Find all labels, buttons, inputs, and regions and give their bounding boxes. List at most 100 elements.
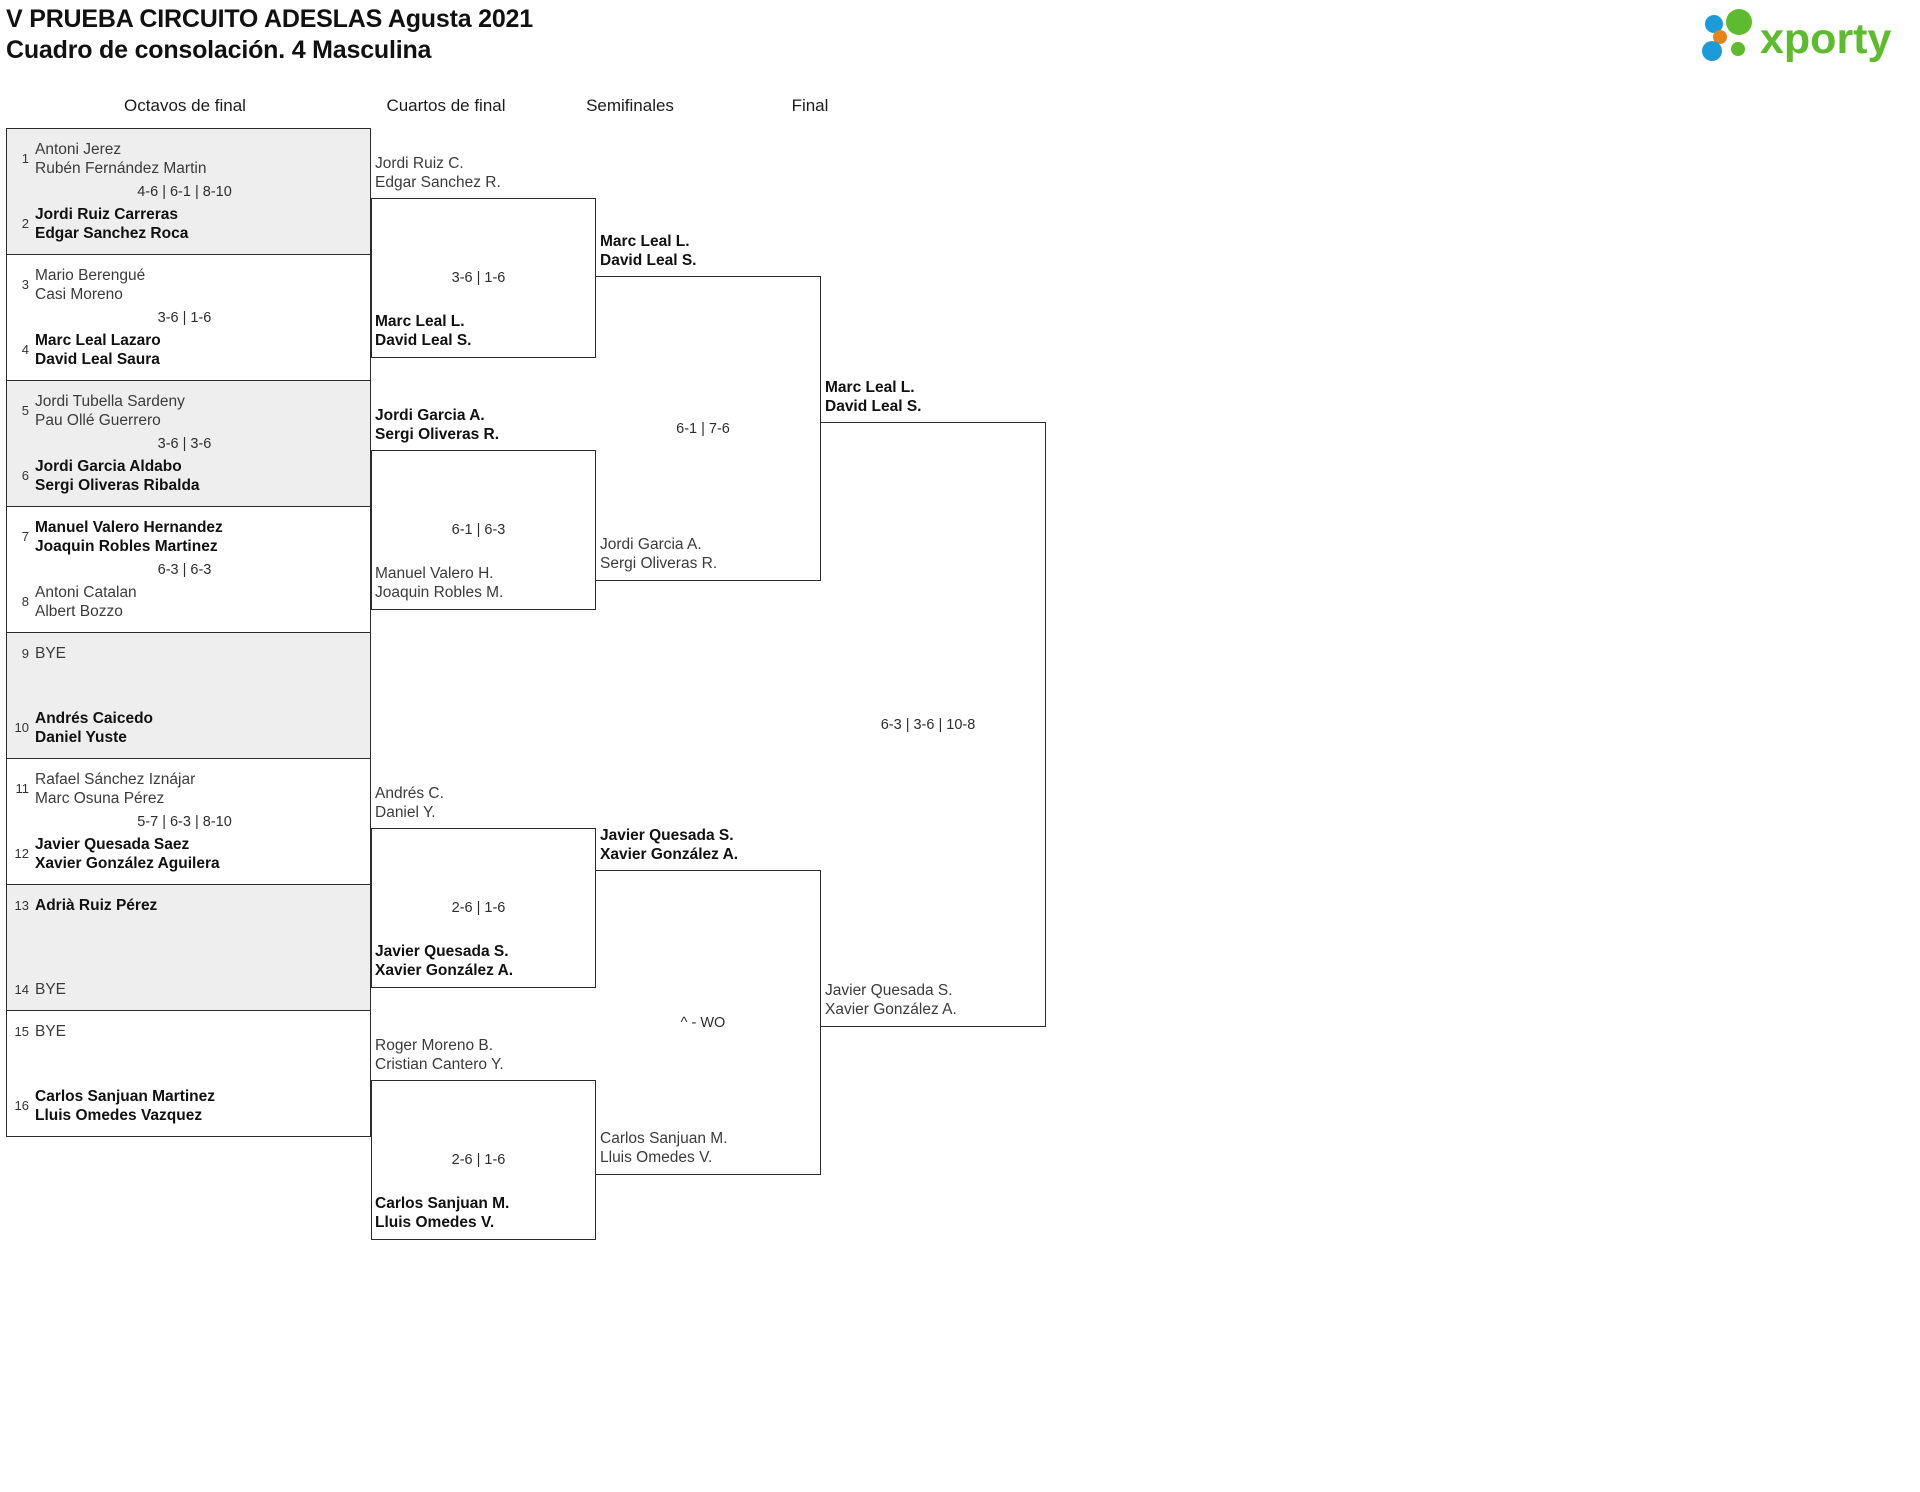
player-name: Sergi Oliveras R. (375, 426, 500, 443)
player-name: Sergi Oliveras Ribalda (35, 477, 200, 494)
match-score: 2-6 | 1-6 (451, 1152, 506, 1168)
tournament-subtitle: Cuadro de consolación. 4 Masculina (6, 36, 432, 64)
player-name: Javier Quesada S. (825, 982, 953, 999)
seed-number: 11 (15, 781, 30, 796)
feeder-team-top: Roger Moreno B.Cristian Cantero Y. (375, 1036, 504, 1074)
seed-number: 4 (21, 342, 29, 357)
match-box[interactable]: 6-3 | 3-6 | 10-8 (821, 422, 1046, 1027)
player-name: Daniel Yuste (35, 729, 127, 746)
match-box[interactable]: 2-6 | 1-6 (371, 1080, 596, 1240)
player-name: Antoni Jerez (35, 141, 122, 158)
team-names: BYE (35, 980, 66, 999)
player-name: Jordi Ruiz Carreras (35, 206, 178, 223)
player-name: BYE (35, 981, 67, 998)
player-name: Andrés C. (375, 785, 444, 802)
player-name: Javier Quesada S. (375, 943, 509, 960)
player-name: Marc Osuna Pérez (35, 790, 165, 807)
player-name: Carlos Sanjuan M. (600, 1130, 728, 1147)
semifinal-match[interactable]: Javier Quesada S. Xavier González A. ^ - W… (596, 827, 821, 1175)
xporty-logo-icon: xporty (1702, 9, 1892, 63)
player-name: Pau Ollé Guerrero (35, 412, 161, 429)
player-name: Marc Leal L. (825, 379, 915, 396)
player-name: Daniel Y. (375, 804, 436, 821)
match-box[interactable]: 3-6 | 1-6 (371, 198, 596, 358)
round-header-final: Final (791, 96, 829, 115)
page-title: V PRUEBA CIRCUITO ADESLAS Agusta 2021 Cu… (6, 4, 1106, 66)
seed-number: 6 (21, 468, 29, 483)
match-box[interactable]: ^ - WO (596, 870, 821, 1175)
seed-number: 12 (14, 846, 29, 861)
match-score: 4-6 | 6-1 | 8-10 (137, 183, 232, 200)
match-score: 2-6 | 1-6 (451, 900, 506, 916)
seed-number: 9 (21, 646, 29, 661)
player-name: Cristian Cantero Y. (375, 1056, 504, 1073)
match-box[interactable]: 6-1 | 7-6 (596, 276, 821, 581)
player-name: Carlos Sanjuan Martinez (35, 1088, 216, 1105)
player-name: Xavier González A. (375, 962, 514, 979)
feeder-team-bottom: Jordi Garcia A.Sergi Oliveras R. (600, 535, 717, 573)
player-name: Javier Quesada Saez (35, 836, 190, 853)
feeder-team-bottom: Marc Leal L.David Leal S. (375, 312, 471, 350)
feeder-team-bottom: Javier Quesada S. Xavier González A. (375, 942, 513, 980)
player-name: Lluis Omedes V. (375, 1214, 495, 1231)
player-name: Joaquin Robles M. (375, 584, 504, 601)
final-match[interactable]: Marc Leal L.David Leal S. 6-3 | 3-6 | 10-… (821, 379, 1046, 1027)
player-name: Xavier González Aguilera (35, 855, 220, 872)
player-name: Joaquin Robles Martinez (35, 538, 218, 555)
match-box[interactable]: 2-6 | 1-6 (371, 828, 596, 988)
round-header-r16: Octavos de final (124, 96, 246, 115)
match-box[interactable]: 6-1 | 6-3 (371, 450, 596, 610)
tournament-title: V PRUEBA CIRCUITO ADESLAS Agusta 2021 (6, 5, 533, 33)
r16-slot-bottom[interactable]: 14 BYE (7, 980, 370, 999)
quarterfinal-match[interactable]: Roger Moreno B.Cristian Cantero Y. 2-6 | … (371, 1037, 596, 1240)
player-name: Javier Quesada S. (600, 827, 734, 844)
seed-number: 14 (14, 982, 29, 997)
match-score: 5-7 | 6-3 | 8-10 (137, 813, 232, 830)
seed-number: 16 (14, 1098, 29, 1113)
player-name: Xavier González A. (825, 1001, 957, 1018)
player-name: David Leal S. (375, 332, 472, 349)
seed-number: 15 (14, 1024, 29, 1039)
seed-number: 10 (14, 720, 29, 735)
feeder-team-top: Marc Leal L.David Leal S. (825, 378, 921, 416)
player-name: Xavier González A. (600, 846, 739, 863)
feeder-team-top: Jordi Ruiz C.Edgar Sanchez R. (375, 154, 501, 192)
player-name: Albert Bozzo (35, 603, 123, 620)
quarterfinal-match[interactable]: Jordi Garcia A.Sergi Oliveras R.6-1 | 6-… (371, 407, 596, 610)
player-name: David Leal S. (600, 252, 697, 269)
match-score: 6-1 | 6-3 (451, 522, 506, 538)
seed-number: 7 (21, 529, 29, 544)
svg-text:xporty: xporty (1760, 15, 1892, 63)
